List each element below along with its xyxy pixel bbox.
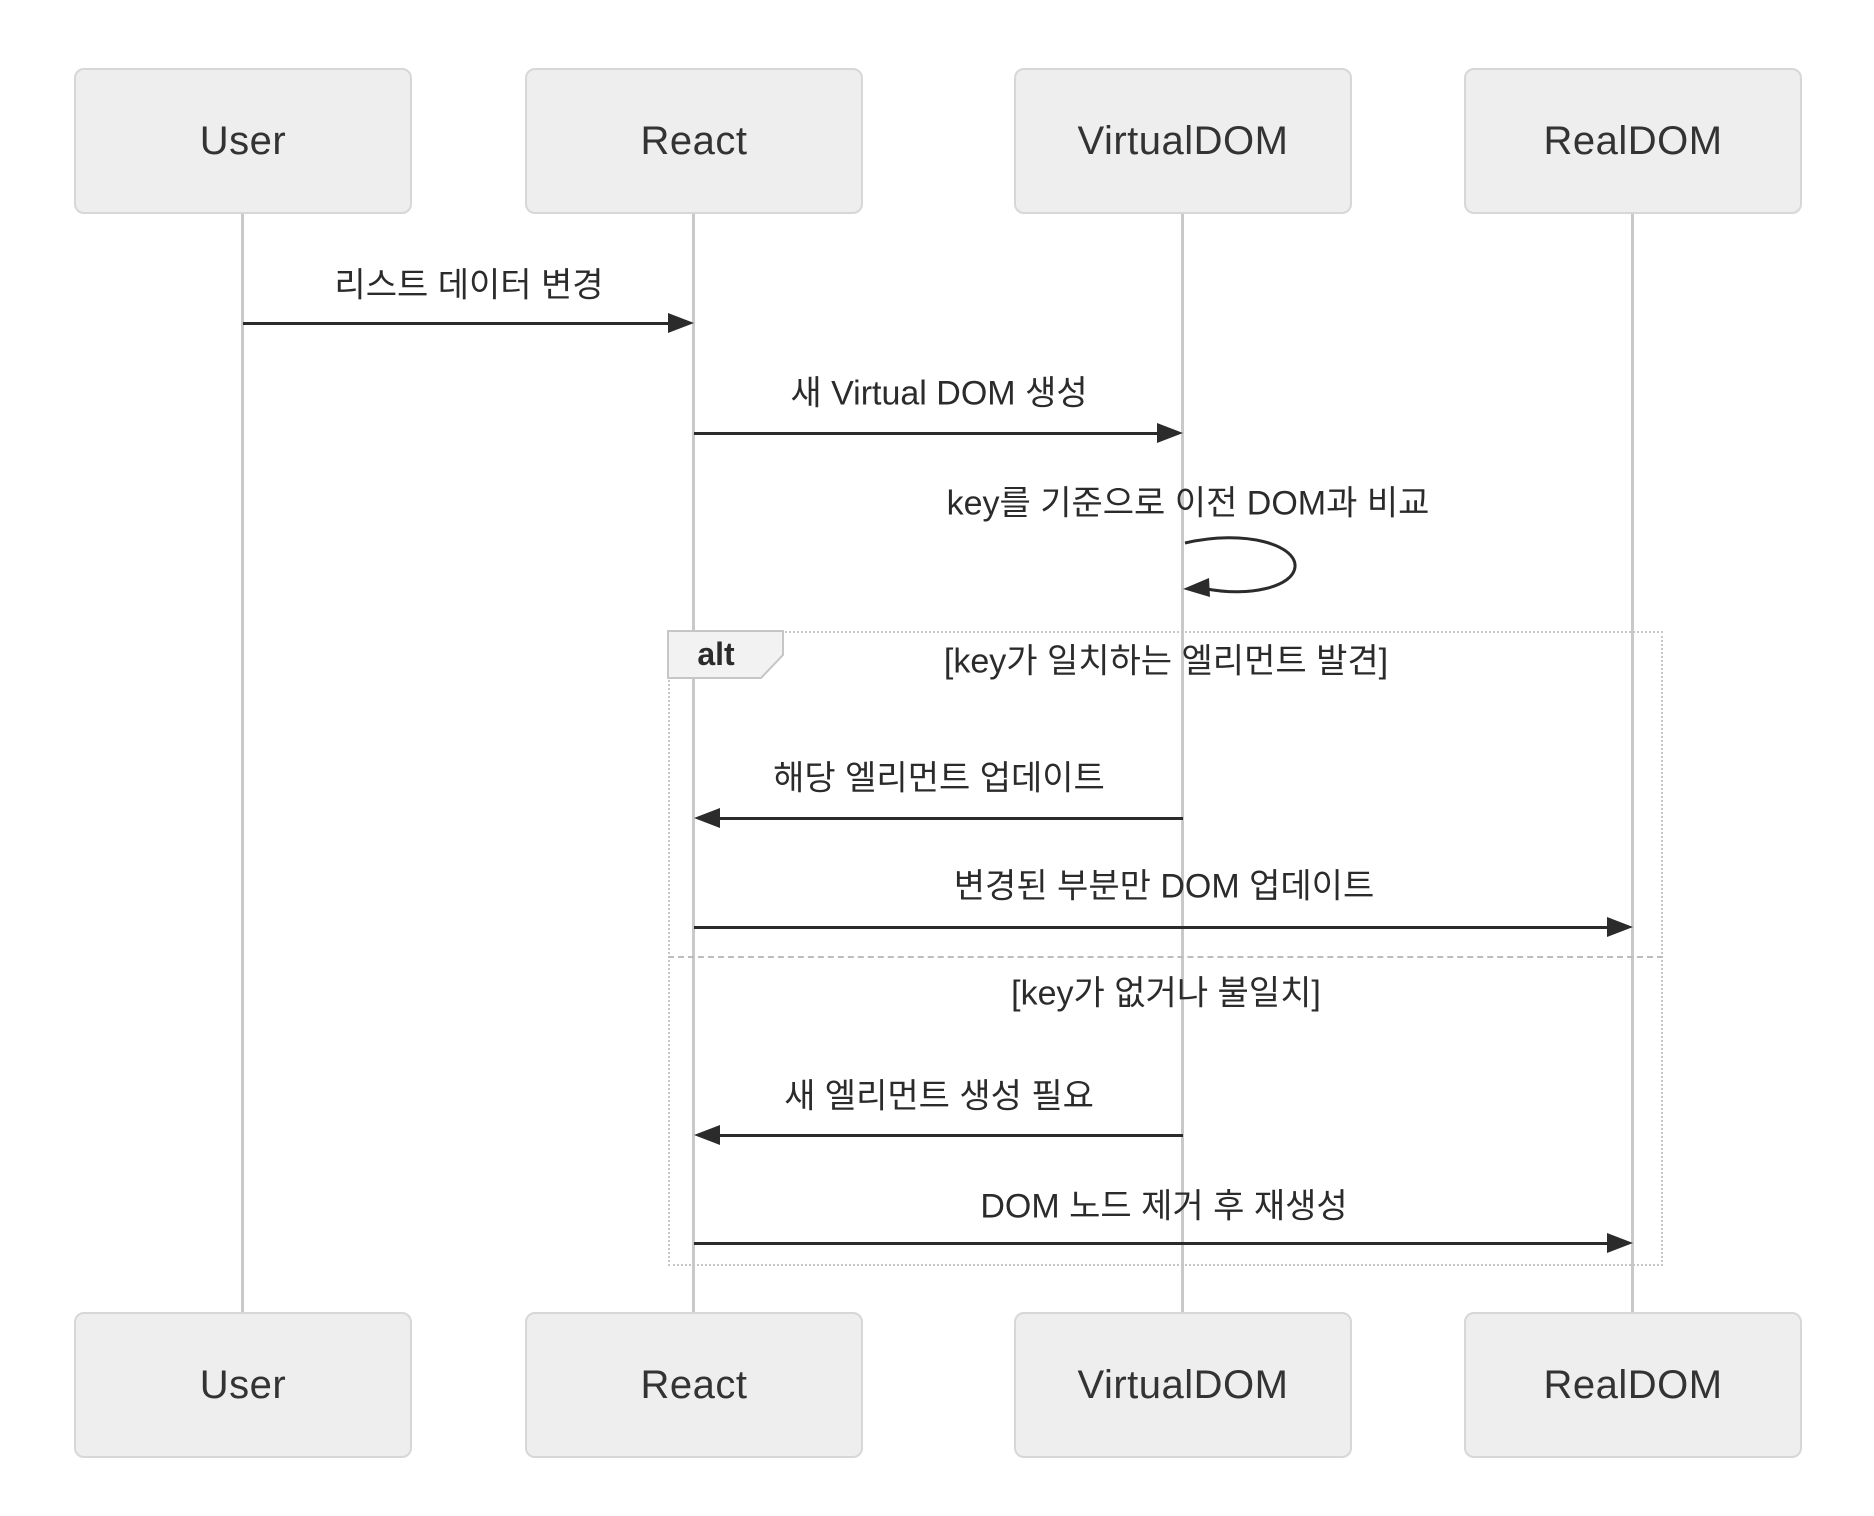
- actor-top-realdom: RealDOM: [1464, 68, 1802, 214]
- actor-bottom-user: User: [74, 1312, 412, 1458]
- actor-label: RealDOM: [1543, 1362, 1723, 1407]
- message-4-arrow: [718, 817, 1183, 820]
- actor-label: User: [199, 118, 287, 163]
- arrowhead-right-icon: [1607, 917, 1633, 937]
- lifeline-user: [241, 213, 244, 1312]
- actor-top-virtualdom: VirtualDOM: [1014, 68, 1352, 214]
- message-3-label: key를 기준으로 이전 DOM과 비교: [946, 484, 1430, 523]
- message-1-arrow: [243, 322, 670, 325]
- message-7-label: DOM 노드 제거 후 재생성: [980, 1187, 1348, 1226]
- message-6-arrow: [718, 1134, 1183, 1137]
- actor-label: React: [640, 1362, 748, 1407]
- actor-top-user: User: [74, 68, 412, 214]
- self-loop-arrow: [1183, 536, 1297, 597]
- arrowhead-right-icon: [1607, 1233, 1633, 1253]
- actor-label: VirtualDOM: [1077, 118, 1289, 163]
- message-5-label: 변경된 부분만 DOM 업데이트: [953, 867, 1375, 906]
- lifeline-virtualdom: [1181, 213, 1184, 1312]
- alt-condition-2: [key가 없거나 불일치]: [1011, 974, 1321, 1013]
- message-5-arrow: [694, 926, 1607, 929]
- alt-condition-1: [key가 일치하는 엘리먼트 발견]: [943, 642, 1389, 681]
- actor-top-react: React: [525, 68, 863, 214]
- actor-label: RealDOM: [1543, 118, 1723, 163]
- arrowhead-left-icon: [694, 1125, 720, 1145]
- arrowhead-right-icon: [1157, 423, 1183, 443]
- actor-bottom-realdom: RealDOM: [1464, 1312, 1802, 1458]
- message-4-label: 해당 엘리먼트 업데이트: [773, 759, 1105, 798]
- message-6-label: 새 엘리먼트 생성 필요: [784, 1077, 1094, 1116]
- alt-fragment-label: alt: [697, 635, 735, 672]
- actor-label: VirtualDOM: [1077, 1362, 1289, 1407]
- lifeline-react: [692, 213, 695, 1312]
- arrowhead-right-icon: [668, 313, 694, 333]
- message-2-label: 새 Virtual DOM 생성: [790, 374, 1088, 413]
- arrowhead-left-icon: [694, 808, 720, 828]
- lifeline-realdom: [1631, 213, 1634, 1312]
- alt-fragment-divider: [668, 956, 1663, 958]
- message-2-arrow: [694, 432, 1159, 435]
- actor-bottom-react: React: [525, 1312, 863, 1458]
- alt-fragment-tab: [667, 630, 784, 679]
- actor-bottom-virtualdom: VirtualDOM: [1014, 1312, 1352, 1458]
- alt-fragment-frame: [668, 631, 1663, 1266]
- actor-label: React: [640, 118, 748, 163]
- message-7-arrow: [694, 1242, 1607, 1245]
- message-1-label: 리스트 데이터 변경: [334, 266, 604, 305]
- actor-label: User: [199, 1362, 287, 1407]
